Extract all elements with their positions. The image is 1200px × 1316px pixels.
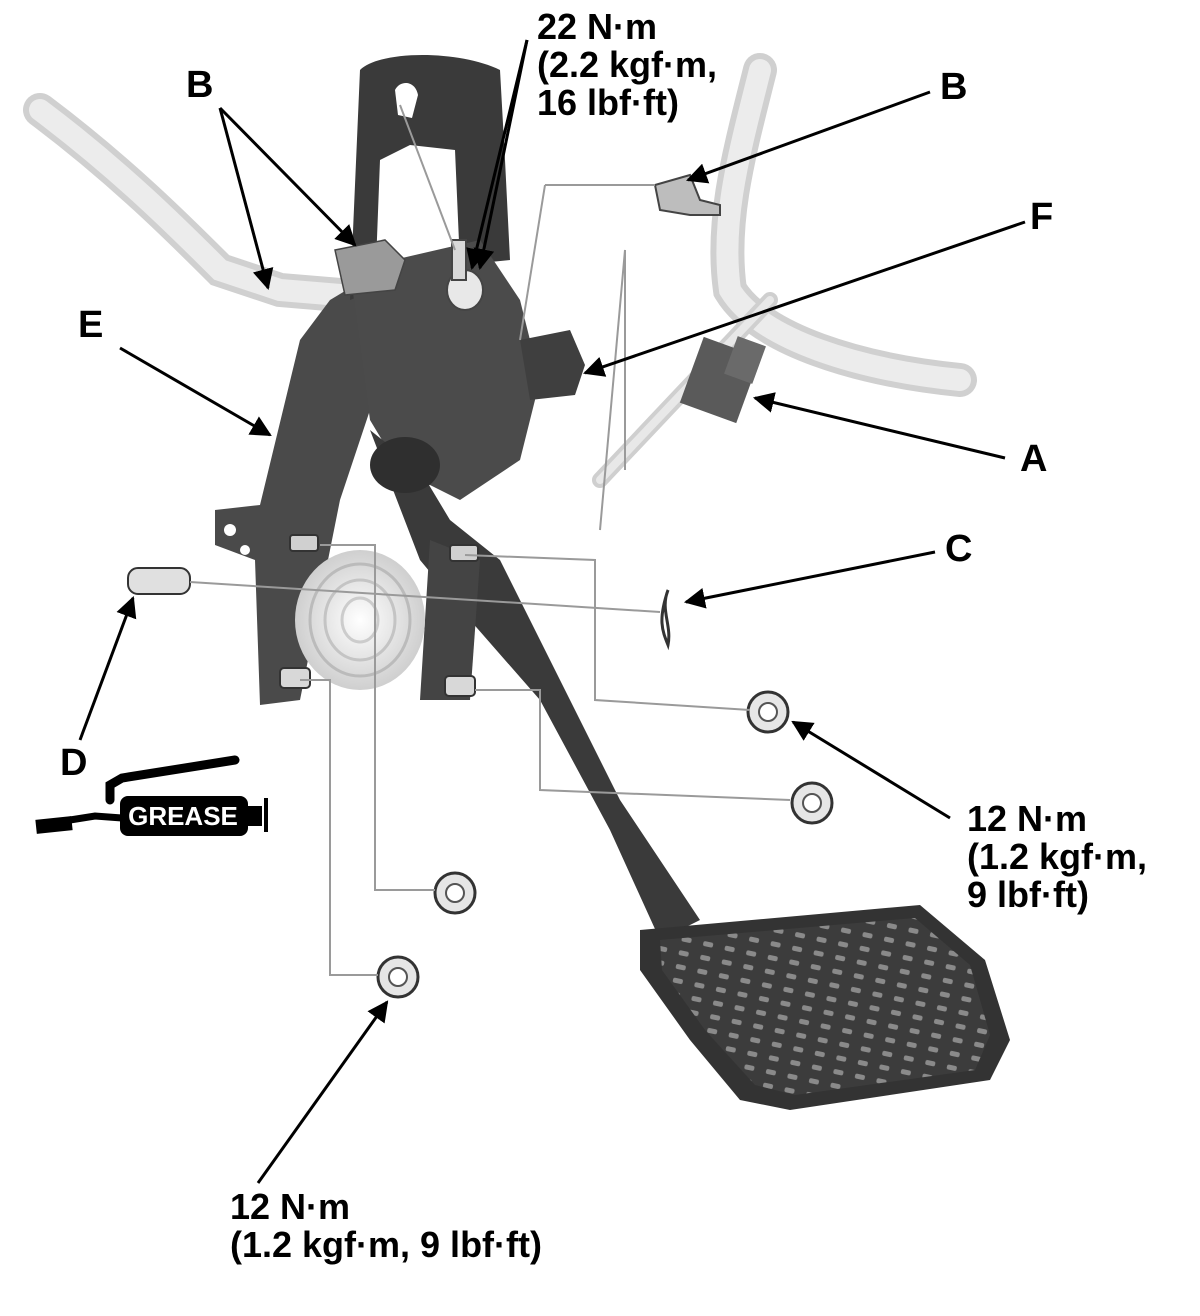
sensor-a: [679, 336, 766, 424]
pedal-bracket: [215, 55, 1010, 1110]
label-c: C: [945, 528, 973, 570]
grease-gun-icon: [35, 755, 268, 836]
torque-spec-top: 22 N·m (2.2 kgf·m, 16 lbf·ft): [537, 6, 718, 123]
callout-arrows: [78, 39, 1026, 1184]
label-b-left: B: [186, 64, 214, 106]
label-b-right: B: [940, 66, 968, 108]
assembly-leader-lines: [189, 104, 791, 976]
nut: [433, 871, 477, 915]
label-f: F: [1030, 196, 1054, 238]
grease-label: GREASE: [128, 801, 238, 831]
nut: [746, 690, 790, 734]
label-a: A: [1020, 438, 1048, 480]
label-d: D: [60, 742, 88, 784]
fasteners: [127, 173, 834, 999]
torque-spec-bottom: 12 N·m (1.2 kgf·m, 9 lbf·ft): [230, 1186, 542, 1265]
torque-spec-right: 12 N·m (1.2 kgf·m, 9 lbf·ft): [967, 798, 1148, 915]
nut: [376, 955, 420, 999]
label-e: E: [78, 304, 104, 346]
nut: [790, 781, 834, 825]
